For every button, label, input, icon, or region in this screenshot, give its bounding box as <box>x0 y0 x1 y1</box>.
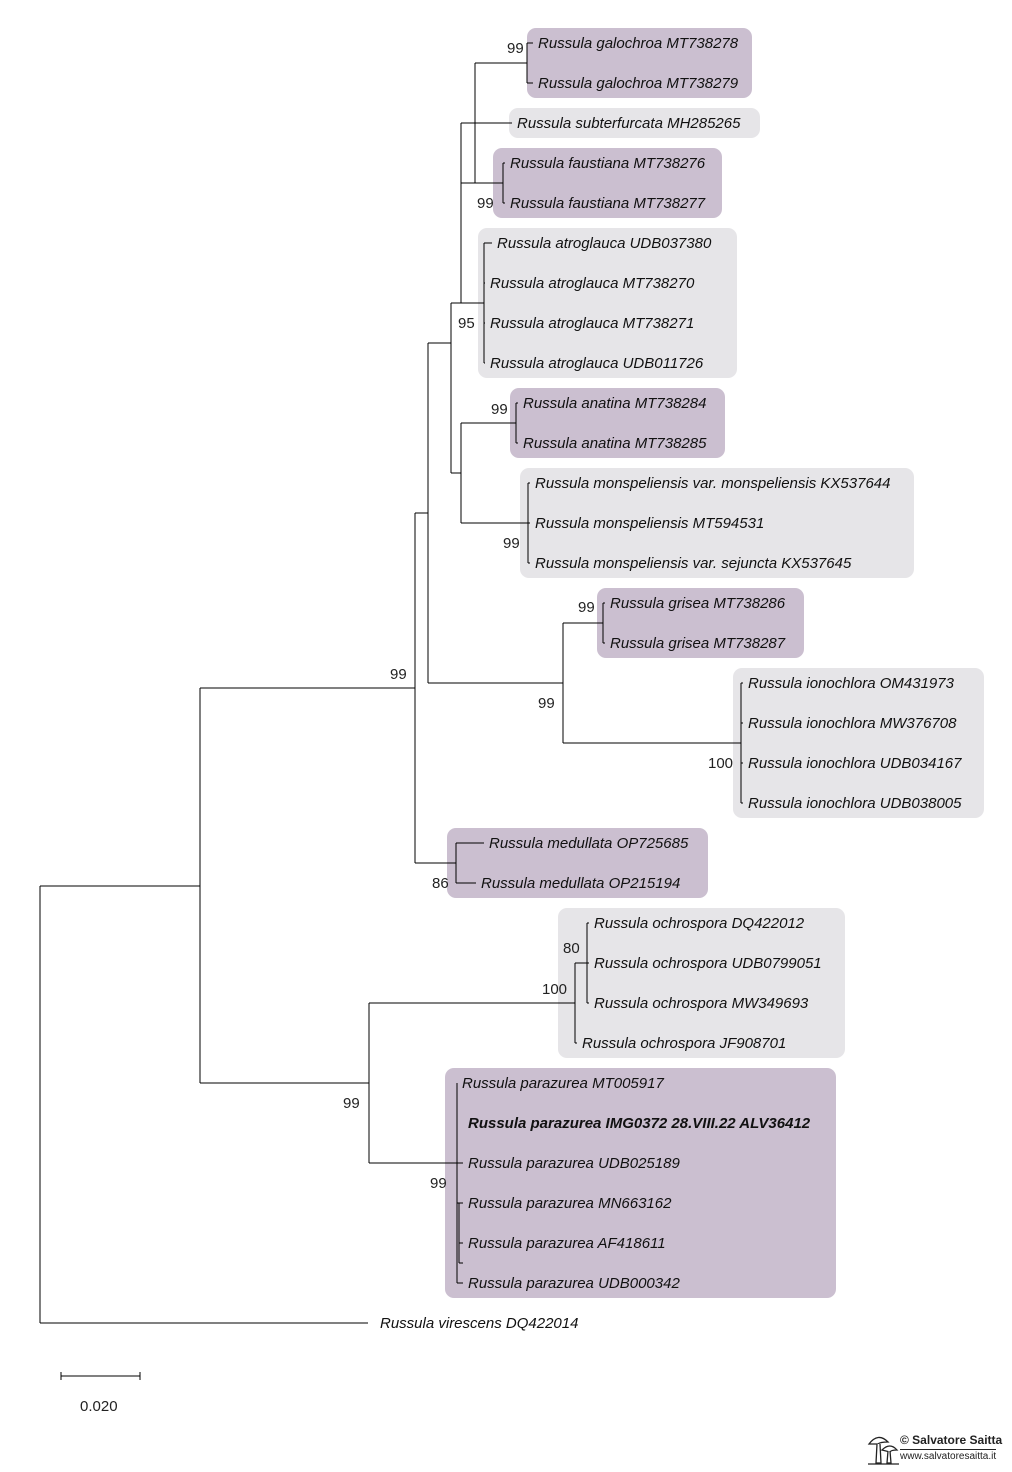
credit-watermark: © Salvatore Saitta www.salvatoresaitta.i… <box>866 1430 1006 1468</box>
clade-box <box>558 908 845 1058</box>
clade-box <box>733 668 984 818</box>
taxon-label: Russula galochroa MT738278 <box>538 35 739 52</box>
support-value: 99 <box>390 666 407 683</box>
clade-box <box>510 388 725 458</box>
taxon-label: Russula medullata OP725685 <box>489 835 689 852</box>
taxon-label: Russula anatina MT738285 <box>523 435 707 452</box>
taxon-label: Russula faustiana MT738277 <box>510 195 706 212</box>
support-value: 99 <box>538 695 555 712</box>
taxon-label: Russula ionochlora MW376708 <box>748 715 957 732</box>
clade-box <box>520 468 914 578</box>
taxon-label: Russula ionochlora UDB038005 <box>748 795 962 812</box>
credit-url: www.salvatoresaitta.it <box>900 1449 997 1462</box>
credit-name: © Salvatore Saitta <box>900 1433 1003 1447</box>
taxon-label: Russula monspeliensis MT594531 <box>535 515 764 532</box>
support-value: 99 <box>491 401 508 418</box>
clade-box <box>509 108 760 138</box>
support-value: 99 <box>507 40 524 57</box>
clade-box <box>478 228 737 378</box>
support-value: 99 <box>578 599 595 616</box>
taxon-label: Russula ochrospora JF908701 <box>582 1035 786 1052</box>
support-value: 100 <box>542 981 567 998</box>
clade-box <box>445 1068 836 1298</box>
support-value: 99 <box>430 1175 447 1192</box>
taxon-label: Russula atroglauca MT738270 <box>490 275 695 292</box>
clade-box <box>527 28 752 98</box>
support-value: 80 <box>563 940 580 957</box>
taxon-label: Russula grisea MT738287 <box>610 635 786 652</box>
clade-box <box>447 828 708 898</box>
taxon-label: Russula monspeliensis var. sejuncta KX53… <box>535 555 852 572</box>
taxon-label: Russula anatina MT738284 <box>523 395 706 412</box>
taxon-label: Russula ionochlora UDB034167 <box>748 755 962 772</box>
taxon-label: Russula ochrospora UDB0799051 <box>594 955 822 972</box>
clade-box <box>493 148 722 218</box>
taxon-label: Russula parazurea UDB000342 <box>468 1275 680 1292</box>
taxon-label: Russula atroglauca UDB011726 <box>490 355 704 372</box>
support-value: 99 <box>503 535 520 552</box>
taxon-label: Russula atroglauca UDB037380 <box>497 235 712 252</box>
taxon-label: Russula medullata OP215194 <box>481 875 680 892</box>
taxon-label: Russula subterfurcata MH285265 <box>517 115 741 132</box>
taxon-label: Russula ionochlora OM431973 <box>748 675 955 692</box>
taxon-label: Russula virescens DQ422014 <box>380 1315 578 1332</box>
taxon-label: Russula parazurea UDB025189 <box>468 1155 680 1172</box>
mushroom-logo-icon <box>867 1436 899 1465</box>
scale-bar-label: 0.020 <box>80 1398 118 1415</box>
taxon-label: Russula grisea MT738286 <box>610 595 786 612</box>
taxon-label: Russula parazurea AF418611 <box>468 1235 666 1252</box>
taxon-label: Russula ochrospora MW349693 <box>594 995 809 1012</box>
support-value: 99 <box>343 1095 360 1112</box>
taxon-label: Russula parazurea IMG0372 28.VIII.22 ALV… <box>468 1115 811 1132</box>
support-value: 100 <box>708 755 733 772</box>
taxon-label: Russula ochrospora DQ422012 <box>594 915 805 932</box>
taxon-label: Russula faustiana MT738276 <box>510 155 706 172</box>
clade-box <box>597 588 804 658</box>
support-value: 95 <box>458 315 475 332</box>
taxon-label: Russula parazurea MN663162 <box>468 1195 672 1212</box>
taxon-label: Russula parazurea MT005917 <box>462 1075 664 1092</box>
support-value: 86 <box>432 875 449 892</box>
taxon-label: Russula atroglauca MT738271 <box>490 315 694 332</box>
taxon-label: Russula monspeliensis var. monspeliensis… <box>535 475 890 492</box>
support-value: 99 <box>477 195 494 212</box>
taxon-label: Russula galochroa MT738279 <box>538 75 739 92</box>
